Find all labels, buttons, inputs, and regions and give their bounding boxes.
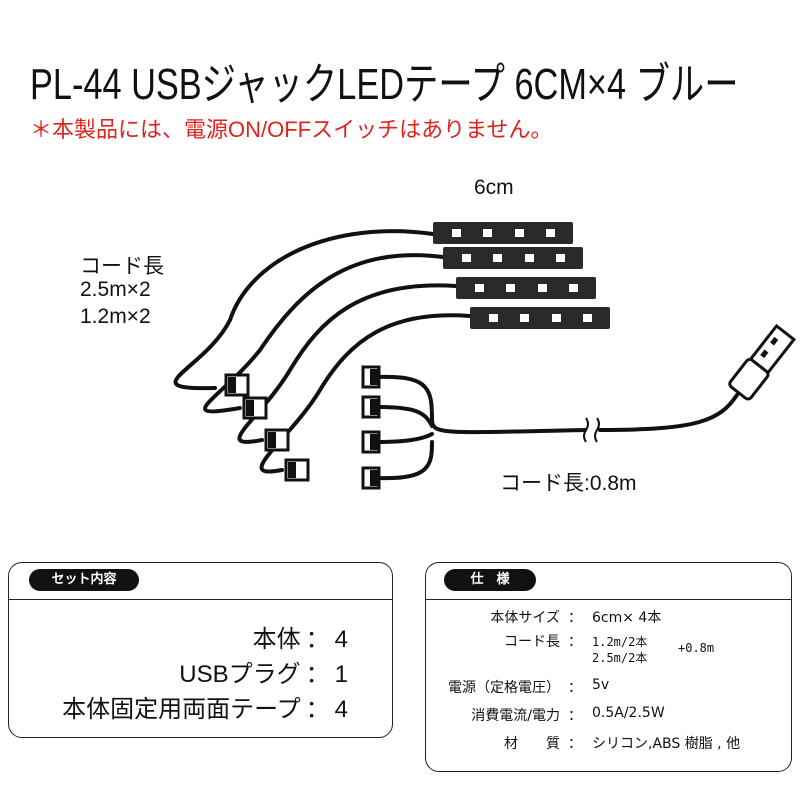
spec-material-value: シリコン,ABS 樹脂 , 他 [592,736,741,752]
set-item: 本体：4 [252,626,348,653]
spec-consumption-value: 0.5A/2.5W [592,705,665,721]
spec-size-value: 6cm× 4本 [592,610,662,626]
specs-tag: 仕 様 [444,569,536,591]
spec-consumption-label: 消費電流/電力 [471,708,560,724]
cord-length-long: 2.5m×2 [80,278,151,301]
spec-cord-suffix: +0.8m [678,641,715,655]
cord-length-label: コード長 [80,255,164,278]
spec-cord-line1: 1.2m/2本 [592,635,648,649]
specs-box: 仕 様 本体サイズ ： 6cm× 4本 コード長 ： 1.2m/2本 2.5m/… [425,562,792,772]
product-diagram [173,222,797,490]
spec-material-label: 材 質 [504,736,560,752]
hub-cord-label: コード長:0.8m [500,472,637,495]
cable-break-icon [583,417,600,443]
led-strips [433,222,610,329]
hub-connectors [361,365,381,490]
set-item: USBプラグ：1 [179,661,348,688]
usb-plug-icon [728,323,797,401]
switch-notice: ＊本製品には、電源ON/OFFスイッチはありません。 [30,117,553,142]
set-contents-tag: セット内容 [29,569,139,591]
spec-colon: ： [568,736,582,752]
cord-length-short: 1.2m×2 [80,305,151,328]
spec-cord-label: コード長 [504,634,560,650]
set-item: 本体固定用両面テープ：4 [62,696,348,723]
spec-cord-line2: 2.5m/2本 [592,651,648,665]
spec-power-label: 電源（定格電圧） [448,680,560,696]
spec-colon: ： [568,708,582,724]
strip-connectors [224,373,310,482]
spec-size-label: 本体サイズ [490,610,560,626]
cable-lines [173,229,739,481]
spec-colon: ： [568,610,582,626]
spec-colon: ： [568,680,582,696]
spec-colon: ： [568,634,582,650]
page-title: PL-44 USBジャックLEDテープ 6CM×4 ブルー [30,60,739,109]
spec-power-value: 5v [592,677,610,693]
strip-length-label: 6cm [474,176,514,199]
set-contents-box: セット内容 本体：4 USBプラグ：1 本体固定用両面テープ：4 [8,562,393,738]
